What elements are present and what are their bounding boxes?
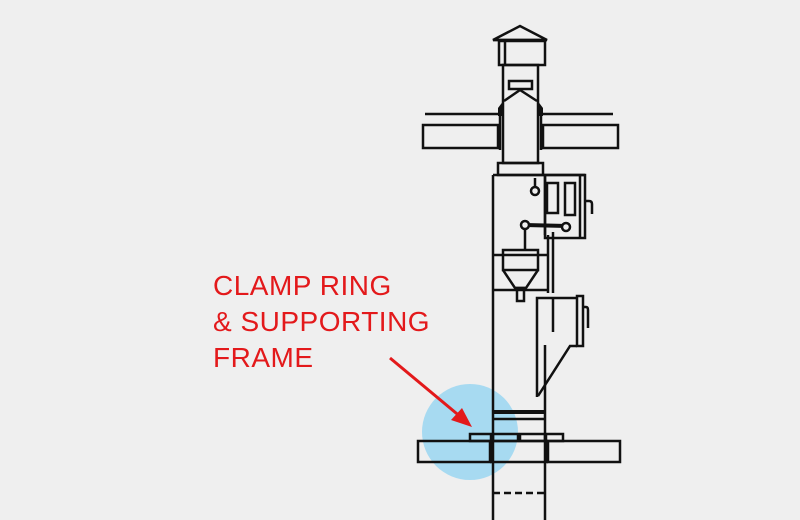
collar [496, 161, 545, 177]
upper-flue [498, 63, 543, 165]
discharge-chute [535, 294, 590, 397]
clamp-bands [493, 410, 545, 421]
chimney-cap [492, 24, 548, 67]
callout-label-line-2: & SUPPORTING [213, 306, 430, 337]
roof-beam [421, 112, 620, 150]
supporting-frame [416, 439, 622, 495]
callout-label-line-1: CLAMP RING [213, 270, 392, 301]
callout-label-line-3: FRAME [213, 342, 314, 373]
callout-arrow [389, 356, 472, 427]
control-unit [519, 173, 594, 293]
hopper [493, 248, 548, 303]
